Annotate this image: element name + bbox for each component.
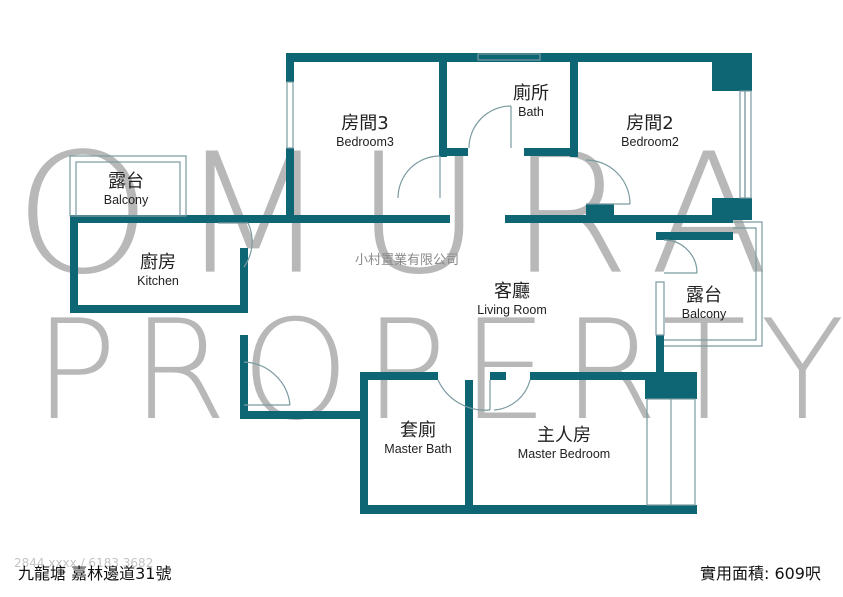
window (744, 90, 752, 199)
window (739, 90, 746, 199)
wall (286, 148, 294, 218)
wall-column (712, 53, 752, 91)
wall (586, 204, 614, 215)
room-name-cn: 露台 (107, 171, 144, 192)
wall (240, 411, 368, 419)
wall (490, 372, 506, 380)
door-swing (437, 379, 491, 411)
wall (530, 372, 650, 380)
door-swing (585, 159, 631, 205)
wall (524, 148, 578, 156)
room-name-en: Balcony (103, 192, 149, 207)
company-watermark: 小村置業有限公司 (355, 253, 460, 268)
room-name-cn: 廁所 (513, 83, 549, 104)
wall (70, 305, 248, 313)
wall (439, 53, 447, 157)
room-name-en: Bedroom2 (621, 134, 679, 149)
room-name-cn: 套廁 (399, 420, 436, 441)
room-label-bedroom3: 房間3 Bedroom3 (336, 113, 394, 149)
room-name-en: Living Room (477, 302, 547, 317)
wall (70, 215, 78, 313)
door-swing (243, 222, 253, 268)
room-name-en: Master Bath (384, 441, 452, 456)
walls (70, 53, 752, 514)
saleable-area-text: 實用面積: 609呎 (699, 564, 821, 583)
phone-watermark: 2844 xxxx / 6183 3682 (14, 556, 154, 570)
wall (439, 148, 468, 156)
wall (656, 232, 733, 240)
room-label-master-bath: 套廁 Master Bath (384, 420, 452, 456)
wall (360, 372, 438, 380)
wall (656, 335, 664, 375)
door-swing (243, 361, 291, 406)
room-label-kitchen: 廚房 Kitchen (137, 252, 179, 288)
wall (70, 215, 450, 223)
room-name-cn: 露台 (685, 285, 722, 306)
wall (465, 380, 473, 514)
wall (570, 53, 578, 157)
room-name-en: Kitchen (137, 273, 179, 288)
room-name-cn: 房間3 (341, 113, 389, 134)
wall (360, 372, 368, 514)
room-name-en: Bedroom3 (336, 134, 394, 149)
window (286, 81, 294, 149)
windows-and-doors (69, 53, 763, 506)
watermark-property: PROPERTY (34, 290, 843, 451)
wall (240, 248, 248, 313)
room-label-living-room: 客廳 Living Room (477, 281, 547, 317)
room-name-cn: 主人房 (537, 425, 591, 446)
room-name-en: Bath (518, 104, 544, 119)
door-swing (468, 105, 512, 149)
address-text: 九龍塘 嘉林邊道31號 (18, 564, 172, 583)
wall-column (645, 372, 697, 399)
room-label-bath: 廁所 Bath (513, 83, 549, 119)
wall (505, 215, 733, 223)
balcony-rail (664, 227, 757, 341)
room-name-en: Balcony (681, 306, 727, 321)
wall-column (712, 198, 752, 220)
wall (286, 53, 294, 82)
balcony-rail (664, 221, 763, 347)
wall (240, 335, 248, 419)
door-swing (663, 239, 698, 274)
window (655, 281, 665, 336)
room-name-cn: 客廳 (493, 281, 530, 302)
balcony-rail (75, 161, 181, 217)
room-name-en: Master Bedroom (517, 446, 611, 461)
door-swing (397, 155, 441, 199)
wall (286, 53, 752, 62)
door-swing (493, 379, 531, 411)
room-label-bedroom2: 房間2 Bedroom2 (621, 113, 679, 149)
room-name-cn: 房間2 (626, 113, 674, 134)
room-name-cn: 廚房 (139, 252, 176, 273)
wall (360, 505, 697, 514)
window (477, 53, 541, 61)
room-label-balcony-left: 露台 Balcony (103, 171, 149, 207)
room-label-balcony-right: 露台 Balcony (681, 285, 727, 321)
room-label-master-bedroom: 主人房 Master Bedroom (517, 425, 611, 461)
